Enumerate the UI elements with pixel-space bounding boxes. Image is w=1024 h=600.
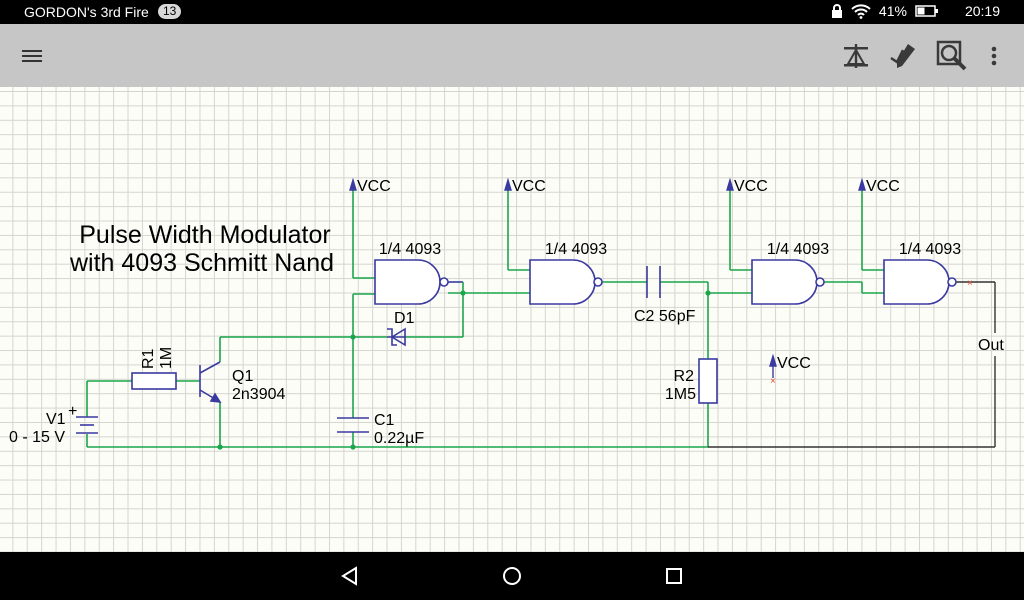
diode-d1[interactable] (387, 327, 406, 347)
green-wires (86, 190, 884, 448)
d1-label: D1 (394, 310, 415, 327)
r1-value: 1M (158, 347, 175, 369)
battery-v1[interactable] (76, 416, 98, 434)
vcc-label: VCC (734, 178, 768, 195)
pin-marker: × (967, 278, 973, 289)
resistor-r2[interactable] (698, 358, 718, 404)
nand-gate-1[interactable] (374, 259, 464, 305)
vcc-label: VCC (777, 355, 811, 372)
battery-percent: 41% (878, 3, 907, 19)
r2-name: R2 (674, 368, 695, 385)
app-toolbar (0, 24, 1024, 87)
nand-gate-4[interactable] (883, 259, 957, 305)
wifi-icon (851, 3, 871, 19)
gate-label: 1/4 4093 (545, 241, 607, 258)
gate-label: 1/4 4093 (767, 241, 829, 258)
back-icon[interactable] (338, 564, 362, 588)
vcc-label: VCC (357, 178, 391, 195)
v1-plus: + (68, 403, 77, 420)
q1-name: Q1 (232, 368, 253, 385)
r1-name: R1 (140, 348, 157, 369)
zoom-icon[interactable] (936, 40, 968, 72)
r2-value: 1M5 (665, 386, 696, 403)
notification-badge: 13 (158, 4, 182, 19)
capacitor-c1[interactable] (337, 417, 369, 433)
more-icon[interactable] (978, 40, 1010, 72)
transistor-q1[interactable] (199, 361, 222, 403)
resistor-r1[interactable] (131, 372, 177, 390)
menu-icon[interactable] (16, 40, 48, 72)
c2-label: C2 56pF (634, 308, 696, 325)
capacitor-c2[interactable] (646, 266, 661, 298)
pin-marker: × (770, 376, 776, 387)
navigation-bar (0, 552, 1024, 600)
recents-icon[interactable] (662, 564, 686, 588)
gate-label: 1/4 4093 (379, 241, 441, 258)
home-icon[interactable] (500, 564, 524, 588)
q1-value: 2n3904 (232, 386, 285, 403)
vcc-symbols (349, 177, 866, 378)
v1-name: V1 (46, 411, 66, 428)
dark-wires (708, 281, 996, 448)
nand-gates[interactable] (374, 259, 957, 305)
device-name: GORDON's 3rd Fire (24, 4, 149, 20)
junction-dots (217, 290, 711, 450)
schematic-title-line1: Pulse Width Modulator (79, 221, 331, 249)
v1-value: 0 - 15 V (9, 429, 65, 446)
c1-name: C1 (374, 412, 395, 429)
nand-gate-2[interactable] (529, 259, 603, 305)
nand-gate-3[interactable] (751, 259, 825, 305)
lock-icon (831, 3, 842, 18)
vcc-label: VCC (866, 178, 900, 195)
edit-icon[interactable] (888, 40, 920, 72)
schematic-canvas[interactable]: Pulse Width Modulator with 4093 Schmitt … (0, 87, 1024, 552)
output-label: Out (978, 337, 1004, 354)
status-bar: GORDON's 3rd Fire 13 41% 20:19 (0, 0, 1024, 24)
c1-value: 0.22µF (374, 430, 424, 447)
schematic-drawing[interactable]: Pulse Width Modulator with 4093 Schmitt … (0, 87, 1024, 552)
clock: 20:19 (964, 3, 1000, 19)
component-icon[interactable] (840, 40, 872, 72)
schematic-title-line2: with 4093 Schmitt Nand (69, 249, 334, 277)
vcc-label: VCC (512, 178, 546, 195)
gate-label: 1/4 4093 (899, 241, 961, 258)
battery-icon (915, 5, 938, 17)
